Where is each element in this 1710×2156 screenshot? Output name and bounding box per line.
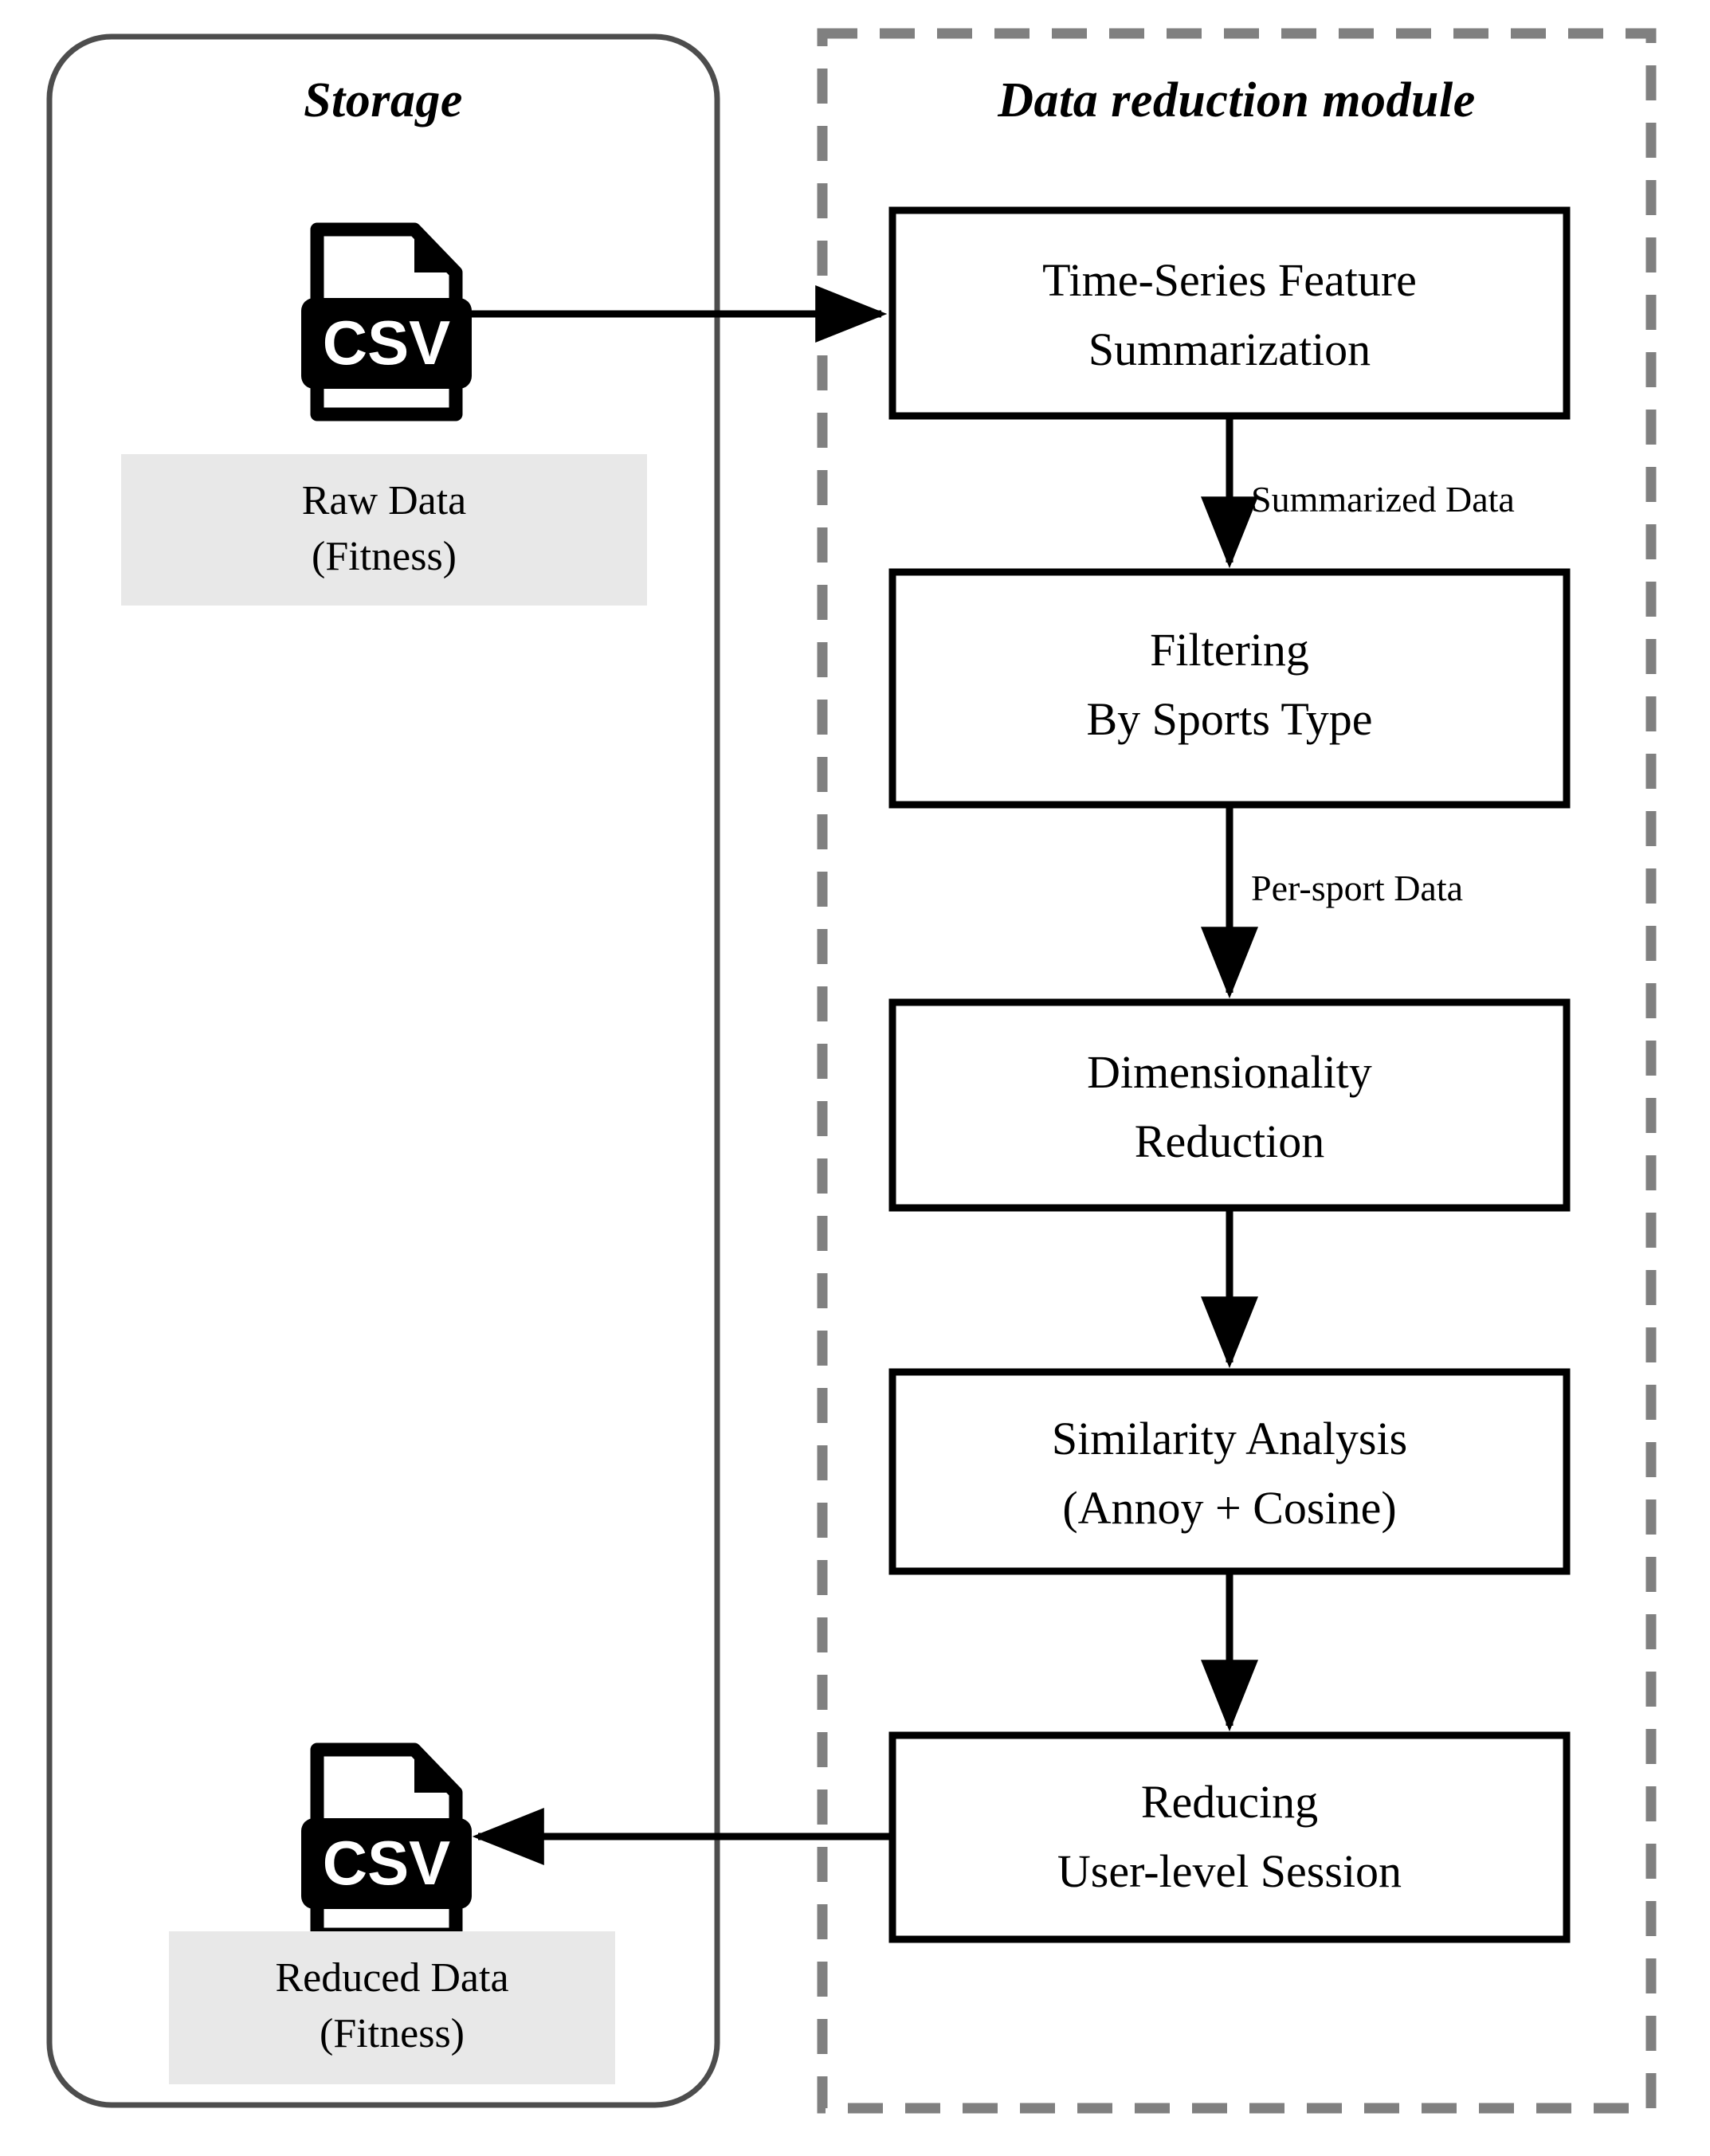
reduced-data-label-plate [169,1931,615,2084]
module-container [817,28,1657,2114]
edge-label-per-sport-data: Per-sport Data [1251,868,1464,908]
step-box-1 [888,206,1571,420]
step-box-3 [888,998,1571,1212]
edge-label-summarized-data: Summarized Data [1251,479,1515,519]
step-5-label-line2: User-level Session [1057,1845,1402,1897]
step-box-5 [888,1731,1571,1943]
csv-icon-text-reduced: CSV [322,1828,451,1898]
reduced-data-label-line2: (Fitness) [320,2011,465,2056]
step-3-label-line2: Reduction [1134,1115,1325,1167]
step-1-label-line1: Time-Series Feature [1042,254,1417,306]
csv-icon-text-raw: CSV [322,308,451,378]
raw-data-label-line1: Raw Data [301,478,467,523]
csv-file-icon-raw [301,222,472,421]
reduced-data-label-line1: Reduced Data [275,1955,509,2001]
step-2-label-line1: Filtering [1150,624,1309,676]
step-4-label-line2: (Annoy + Cosine) [1062,1482,1397,1534]
step-box-4 [888,1368,1571,1575]
csv-file-icon-reduced [301,1742,472,1942]
storage-container [46,33,720,2108]
storage-title: Storage [304,73,463,127]
step-2-label-line2: By Sports Type [1086,693,1373,745]
step-3-label-line1: Dimensionality [1087,1046,1372,1098]
step-5-label-line1: Reducing [1140,1776,1319,1828]
module-title: Data reduction module [998,73,1476,127]
step-box-2 [888,568,1571,809]
step-1-label-line2: Summarization [1088,323,1371,375]
raw-data-label-plate [121,454,647,606]
step-4-label-line1: Similarity Analysis [1051,1413,1408,1464]
raw-data-label-line2: (Fitness) [312,534,457,579]
